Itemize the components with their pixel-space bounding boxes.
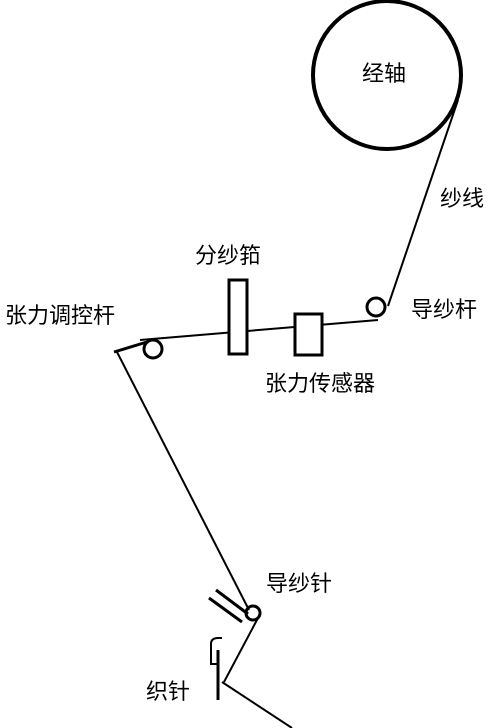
label-guide-rod: 导纱杆 bbox=[411, 298, 478, 323]
yarn-beam-to-guide bbox=[387, 99, 459, 307]
yarn-lever-to-needle bbox=[116, 351, 250, 611]
label-reed: 分纱筘 bbox=[195, 244, 262, 269]
guide-needle-bar-1 bbox=[208, 596, 243, 624]
yarn-needle-to-knitting bbox=[223, 617, 259, 683]
label-tension-lever: 张力调控杆 bbox=[5, 304, 116, 329]
guide-needle-eye bbox=[244, 604, 262, 622]
label-guide-needle: 导纱针 bbox=[266, 572, 333, 597]
guide-needle-bar-2 bbox=[215, 588, 249, 616]
tension-lever-arm bbox=[113, 340, 148, 354]
label-yarn: 纱线 bbox=[440, 187, 485, 212]
yarn-to-fabric bbox=[221, 681, 293, 728]
label-knitting-needle: 织针 bbox=[146, 680, 191, 705]
knitting-needle-hook bbox=[210, 637, 222, 665]
label-warp-beam: 经轴 bbox=[362, 62, 407, 87]
label-tension-sensor: 张力传感器 bbox=[265, 372, 376, 397]
tension-sensor-rect bbox=[293, 312, 324, 357]
warp-beam-circle bbox=[311, 0, 463, 151]
yarn-guide-to-lever bbox=[139, 319, 379, 341]
tension-lever-roller bbox=[142, 338, 164, 360]
guide-rod-roller bbox=[365, 296, 387, 318]
reed-rect bbox=[227, 278, 249, 356]
